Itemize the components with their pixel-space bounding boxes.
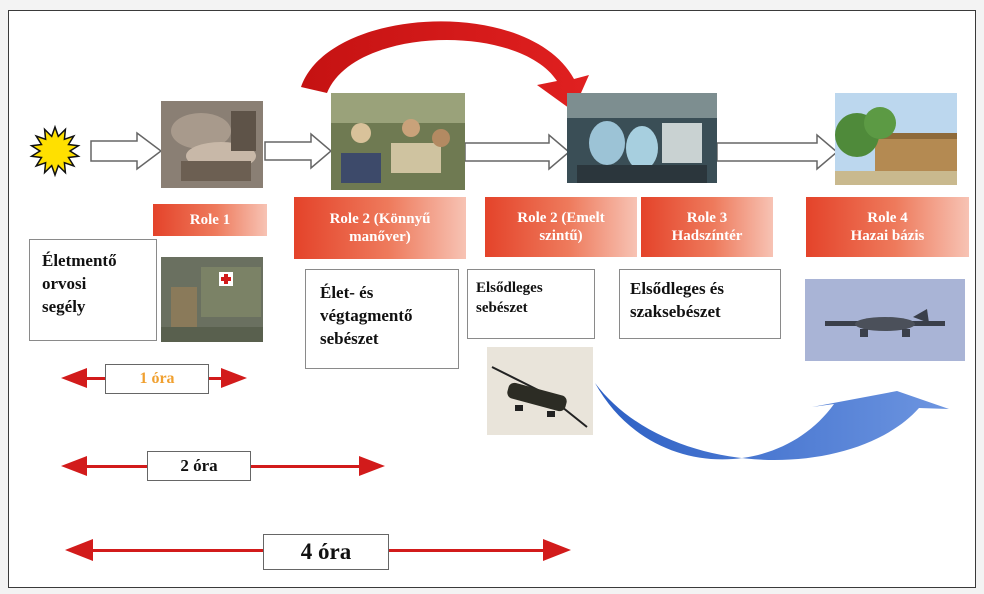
desc-first-aid: Életmentő orvosi segély <box>29 239 157 341</box>
desc-primary-surgery: Elsődleges sebészet <box>467 269 595 339</box>
flow-arrow-2 <box>264 132 333 170</box>
role-2-enhanced-label: Role 2 (Emelt szintű) <box>485 197 637 257</box>
role-3-label: Role 3 Hadszíntér <box>641 197 773 257</box>
timeline-1-hour: 1 óra <box>105 364 209 394</box>
sun-icon <box>29 124 81 178</box>
photo-medic-vehicle <box>161 257 263 342</box>
role-2-light-label: Role 2 (Könnyű manőver) <box>294 197 466 259</box>
photo-field-hospital <box>331 93 465 190</box>
photo-home-base <box>835 93 957 185</box>
timeline-4-hours: 4 óra <box>263 534 389 570</box>
evacuation-arc-red <box>301 21 589 111</box>
role-1-label: Role 1 <box>153 204 267 236</box>
airplane-icon <box>805 279 965 361</box>
helicopter-icon <box>487 347 593 435</box>
flow-arrow-4 <box>716 133 839 171</box>
diagram-frame: Role 1 Role 2 (Könnyű manőver) Role 2 (E… <box>8 10 976 588</box>
photo-surgery <box>567 93 717 183</box>
timeline-2-hours: 2 óra <box>147 451 251 481</box>
evacuation-arc-blue <box>595 383 949 460</box>
desc-specialist-surgery: Elsődleges és szaksebészet <box>619 269 781 339</box>
role-4-label: Role 4 Hazai bázis <box>806 197 969 257</box>
flow-arrow-1 <box>90 131 163 171</box>
diagram-canvas <box>29 21 949 561</box>
desc-life-limb-surgery: Élet- és végtagmentő sebészet <box>305 269 459 369</box>
flow-arrow-3 <box>464 133 571 171</box>
photo-first-aid <box>161 101 263 188</box>
